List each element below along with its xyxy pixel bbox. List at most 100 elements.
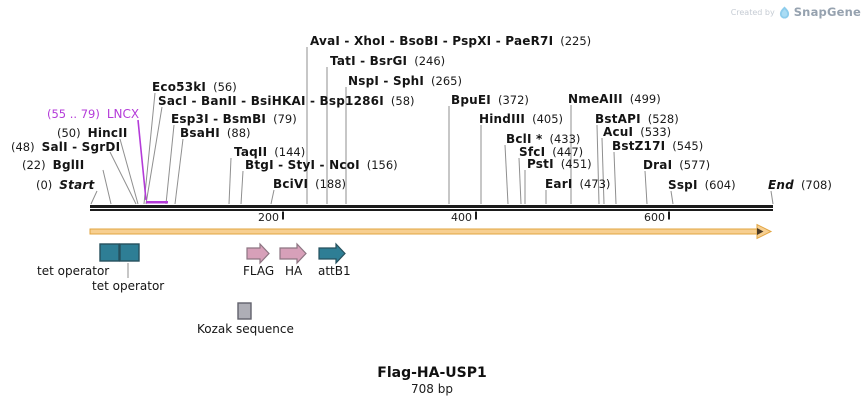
enzyme-name: HincII <box>87 126 128 140</box>
enzyme-name: EarI <box>545 177 573 191</box>
feature-tet-operator[interactable] <box>99 243 120 262</box>
enzyme-label-btgi-styi-ncoi[interactable]: BtgI - StyI - NcoI(156) <box>245 159 398 172</box>
enzyme-label-bpuei[interactable]: BpuEI(372) <box>451 94 529 107</box>
enzyme-name: BsaHI <box>180 126 220 140</box>
enzyme-position: (156) <box>366 158 398 172</box>
enzyme-position: (433) <box>549 132 581 146</box>
enzyme-label-sspi[interactable]: SspI(604) <box>668 179 736 192</box>
enzyme-label-sali-sgrdi[interactable]: (48)SalI - SgrDI <box>11 141 120 154</box>
enzyme-position: (447) <box>552 145 584 159</box>
enzyme-name: HindIII <box>479 112 526 126</box>
enzyme-label-nmeaiii[interactable]: NmeAIII (499) <box>568 93 661 106</box>
lncx-range: (55 .. 79) <box>47 107 100 121</box>
snapgene-credit: Created by SnapGene <box>731 5 861 19</box>
enzyme-connector-esp3i-bsmbi <box>165 124 175 205</box>
enzyme-name: BglII <box>52 158 85 172</box>
enzyme-label-bsahi[interactable]: BsaHI (88) <box>180 127 251 140</box>
enzyme-position: (545) <box>672 139 704 153</box>
title-block: Flag-HA-USP1 708 bp <box>0 365 864 396</box>
enzyme-connector-start <box>90 190 98 205</box>
enzyme-label-bcli[interactable]: BclI * (433) <box>506 133 580 146</box>
snapgene-brand-text: SnapGene <box>793 5 861 19</box>
map-tick-label-400: 400 <box>451 211 472 224</box>
enzyme-position: (56) <box>213 80 237 94</box>
enzyme-name: PstI <box>527 157 554 171</box>
feature-flag[interactable] <box>246 242 270 265</box>
enzyme-connector-bsahi <box>174 138 184 205</box>
enzyme-position: (188) <box>315 177 347 191</box>
enzyme-label-esp3i-bsmbi[interactable]: Esp3I - BsmBI(79) <box>171 113 297 126</box>
enzyme-position: (528) <box>647 112 679 126</box>
enzyme-connector-sfci <box>518 157 522 205</box>
enzyme-position: (58) <box>390 94 415 108</box>
enzyme-name: DraI <box>643 158 673 172</box>
lncx-range-bracket[interactable] <box>146 201 168 204</box>
enzyme-name: Start <box>59 178 95 192</box>
enzyme-label-tati-bsrgi[interactable]: TatI - BsrGI (246) <box>330 55 445 68</box>
feature-kozak-sequence[interactable] <box>237 302 252 320</box>
orf-arrow-shaft[interactable] <box>89 228 758 235</box>
enzyme-connector-bglii <box>102 169 112 205</box>
enzyme-position: (372) <box>497 93 529 107</box>
enzyme-label-bstz17i[interactable]: BstZ17I (545) <box>612 140 703 153</box>
feature-ha[interactable] <box>279 242 307 265</box>
enzyme-label-hincii[interactable]: (50) HincII <box>57 127 128 140</box>
enzyme-position: (246) <box>414 54 446 68</box>
plasmid-length: 708 bp <box>411 382 453 396</box>
feature-tet-operator-label[interactable]: tet operator <box>92 279 165 293</box>
enzyme-label-start[interactable]: (0)Start <box>36 179 94 192</box>
feature-flag-label[interactable]: FLAG <box>243 264 275 278</box>
enzyme-name: End <box>768 178 794 192</box>
enzyme-label-hindiii[interactable]: HindIII(405) <box>479 113 563 126</box>
feature-ha-label[interactable]: HA <box>285 264 303 278</box>
created-by-text: Created by <box>730 7 775 17</box>
enzyme-position: (50) <box>57 126 81 140</box>
enzyme-position: (88) <box>226 126 251 140</box>
enzyme-position: (225) <box>560 34 592 48</box>
feature-attb1-label[interactable]: attB1 <box>318 264 351 278</box>
enzyme-name: BstZ17I <box>612 139 666 153</box>
enzyme-label-eari[interactable]: EarI (473) <box>545 178 610 191</box>
map-tick-label-200: 200 <box>258 211 279 224</box>
enzyme-name: SacI - BanII - BsiHKAI - Bsp1286I <box>158 94 384 108</box>
enzyme-label-psti[interactable]: PstI(451) <box>527 158 592 171</box>
enzyme-connector-bstapi <box>596 124 600 205</box>
enzyme-label-avai-xhoi-bsobi-pspxi-paer7i[interactable]: AvaI - XhoI - BsoBI - PspXI - PaeR7I (225… <box>310 35 591 48</box>
enzyme-name: NmeAIII <box>568 92 623 106</box>
enzyme-position: (533) <box>640 125 672 139</box>
enzyme-position: (48) <box>11 140 35 154</box>
enzyme-name: SspI <box>668 178 698 192</box>
enzyme-position: (473) <box>579 177 611 191</box>
enzyme-label-saci-banii-bsihkai-bsp1286i[interactable]: SacI - BanII - BsiHKAI - Bsp1286I (58) <box>158 95 415 108</box>
enzyme-label-nspi-sphi[interactable]: NspI - SphI(265) <box>348 75 462 88</box>
enzyme-connector-eco53ki <box>143 92 156 205</box>
feature-tet-operator[interactable] <box>119 243 140 262</box>
enzyme-label-drai[interactable]: DraI(577) <box>643 159 710 172</box>
feature-label-lncx[interactable]: (55 .. 79) LNCX <box>47 108 139 121</box>
enzyme-label-bglii[interactable]: (22) BglII <box>22 159 84 172</box>
enzyme-name: BclI * <box>506 132 543 146</box>
enzyme-position: (22) <box>22 158 46 172</box>
feature-attb1[interactable] <box>318 242 346 265</box>
feature-kozak-sequence-label[interactable]: Kozak sequence <box>197 322 294 336</box>
enzyme-connector-btgi-styi-ncoi <box>240 170 244 205</box>
enzyme-name: Esp3I - BsmBI <box>171 112 267 126</box>
enzyme-label-eco53ki[interactable]: Eco53kI(56) <box>152 81 237 94</box>
enzyme-label-acui[interactable]: AcuI(533) <box>603 126 671 139</box>
enzyme-label-taqii[interactable]: TaqII(144) <box>234 146 305 159</box>
enzyme-name: TaqII <box>234 145 268 159</box>
enzyme-name: NspI - SphI <box>348 74 425 88</box>
lncx-name: LNCX <box>106 107 140 121</box>
enzyme-name: AvaI - XhoI - BsoBI - PspXI - PaeR7I <box>310 34 554 48</box>
enzyme-position: (499) <box>629 92 661 106</box>
enzyme-label-bstapi[interactable]: BstAPI(528) <box>595 113 679 126</box>
enzyme-label-end[interactable]: End(708) <box>768 179 832 192</box>
enzyme-name: TatI - BsrGI <box>330 54 408 68</box>
feature-tet-operator-label[interactable]: tet operator <box>37 264 110 278</box>
enzyme-name: SfcI <box>519 145 546 159</box>
enzyme-label-bcivi[interactable]: BciVI(188) <box>273 178 346 191</box>
enzyme-label-sfci[interactable]: SfcI (447) <box>519 146 583 159</box>
